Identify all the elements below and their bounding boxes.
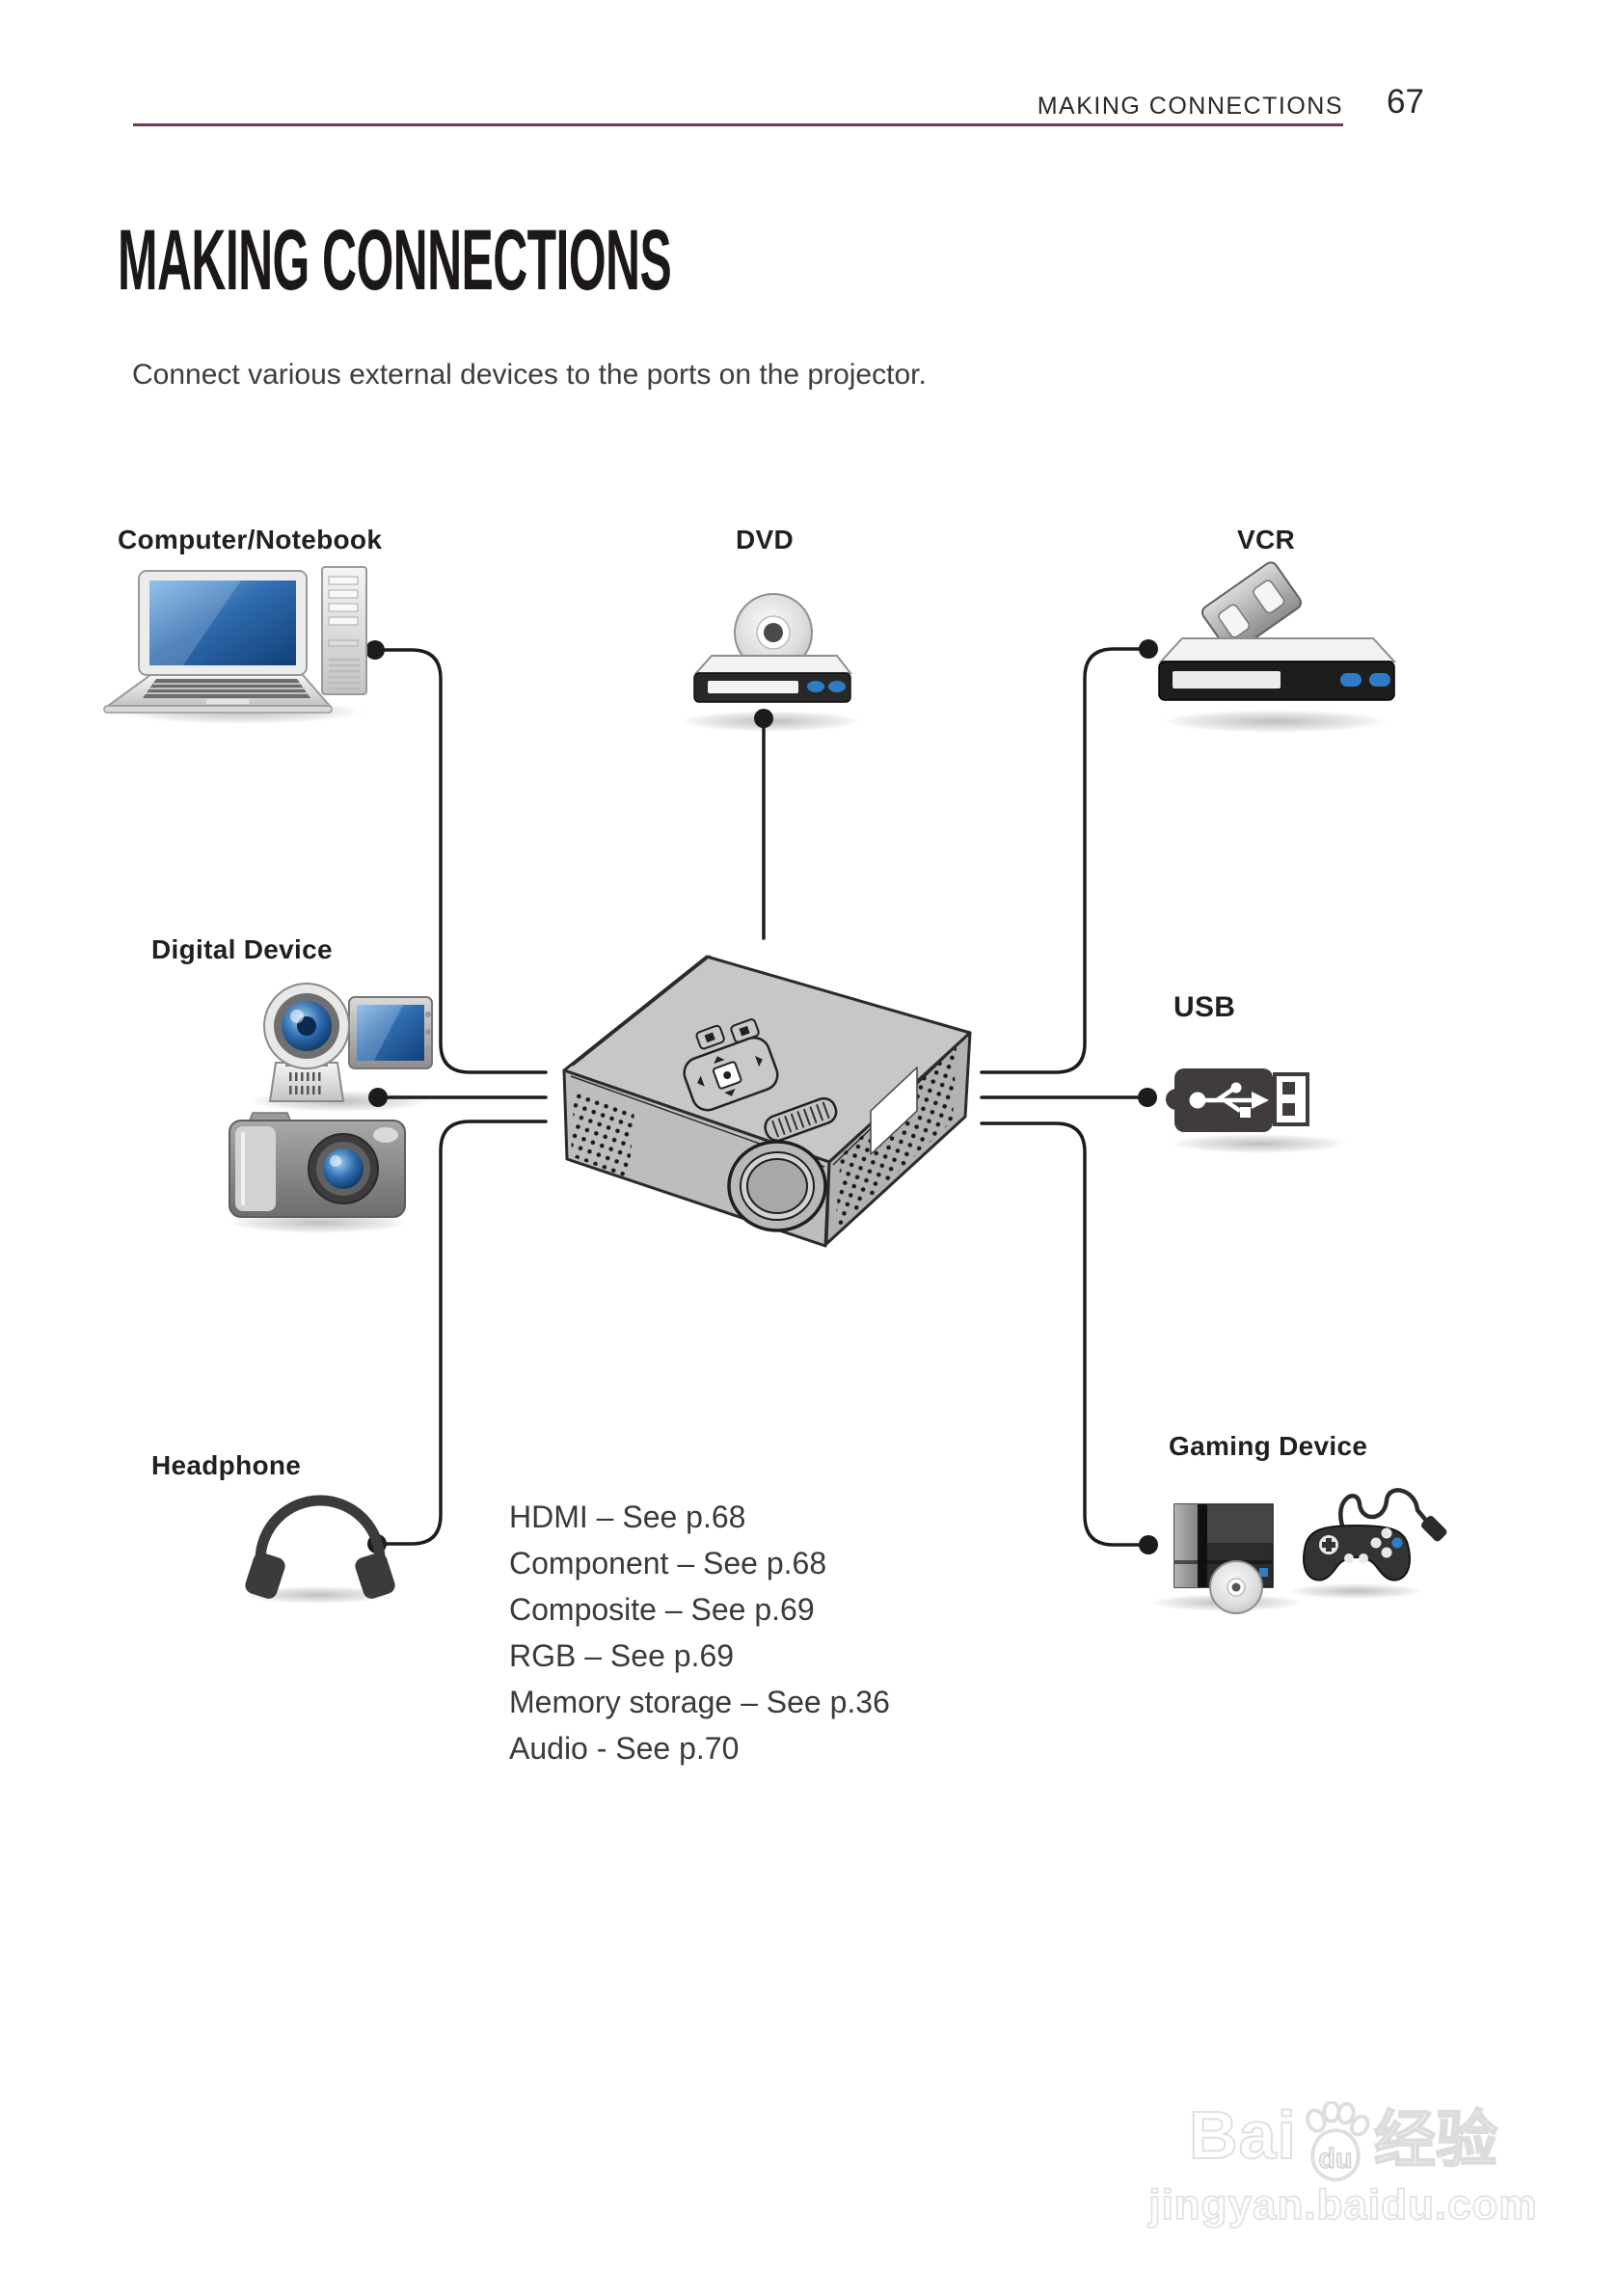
laptop-icon [103, 570, 333, 714]
dvd-player-icon [693, 593, 853, 703]
watermark-brand-left: Bai [1188, 2096, 1297, 2174]
watermark-url: jingyan.baidu.com [1147, 2180, 1538, 2229]
projector-side-label [870, 1067, 918, 1155]
projector-right-vents [835, 1047, 957, 1230]
digital-device-label: Digital Device [151, 934, 333, 964]
page-title: MAKING CONNECTIONS [118, 211, 672, 308]
line-vcr [980, 647, 1150, 1074]
vcr-label: VCR [1237, 525, 1296, 554]
connection-item: HDMI – See p.68 [509, 1499, 746, 1534]
gamepad-icon [1303, 1488, 1447, 1581]
watermark-brand-mid: du [1319, 2144, 1353, 2174]
projector-focus-wheel [764, 1096, 838, 1143]
camera-icon [229, 1112, 406, 1218]
projector-illustration [562, 955, 972, 1248]
usb-label: USB [1173, 991, 1236, 1023]
connection-list: HDMI – See p.68 Component – See p.68 Com… [509, 1494, 890, 1771]
gaming-device-label: Gaming Device [1169, 1431, 1368, 1461]
intro-text: Connect various external devices to the … [132, 359, 927, 391]
watermark-brand-row: Bai du 经验 [1136, 2091, 1551, 2182]
game-console-icon [1173, 1503, 1274, 1614]
headphone-icon [245, 1495, 395, 1599]
line-gaming [980, 1121, 1150, 1547]
projector-control-pad [683, 1018, 779, 1112]
usb-flash-drive-icon [1166, 1068, 1309, 1132]
desktop-tower-icon [321, 566, 367, 695]
connection-lines [365, 639, 1158, 1554]
connection-item: Composite – See p.69 [509, 1592, 815, 1627]
watermark: Bai du 经验 jingyan.baidu.com [1136, 2091, 1551, 2229]
camcorder-icon [263, 983, 433, 1102]
watermark-brand-right: 经验 [1373, 2104, 1498, 2175]
dvd-label: DVD [736, 525, 795, 554]
projector-lens [727, 1140, 827, 1232]
computer-notebook-label: Computer/Notebook [118, 525, 383, 554]
connection-item: RGB – See p.69 [509, 1638, 735, 1673]
connection-item: Audio - See p.70 [509, 1731, 740, 1766]
line-computer [373, 648, 548, 1074]
header-running-title: MAKING CONNECTIONS [1037, 93, 1343, 120]
connection-item: Component – See p.68 [509, 1546, 827, 1580]
headphone-label: Headphone [151, 1450, 302, 1480]
header-rule [133, 123, 1343, 126]
connection-item: Memory storage – See p.36 [509, 1685, 890, 1719]
baidu-paw-icon: du [1306, 2101, 1370, 2182]
page-number: 67 [1387, 83, 1424, 121]
line-headphone [375, 1120, 548, 1546]
projector-left-vents [571, 1090, 634, 1178]
vcr-icon [1158, 561, 1397, 701]
